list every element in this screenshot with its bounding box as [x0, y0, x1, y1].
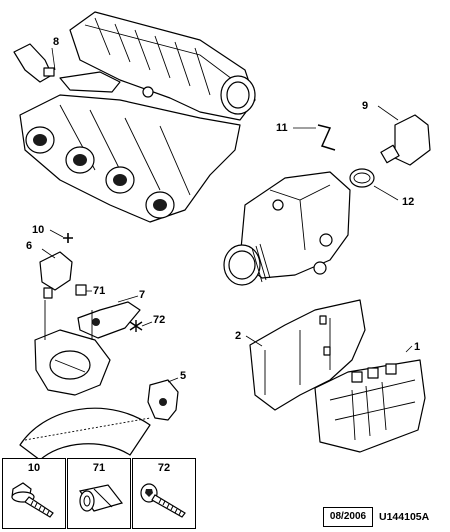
callout-2: 2: [235, 330, 241, 342]
callout-71: 71: [93, 285, 105, 297]
part-10-bolt-marker: [49, 229, 73, 243]
part-9-temperature-sensor: [377, 105, 431, 166]
torx-bolt-icon: [140, 483, 186, 518]
part-7-bracket: [77, 295, 141, 339]
sleeve-bushing-icon: [78, 484, 124, 512]
fastener-legend: 10 71 72: [0, 458, 200, 531]
throttle-body: [223, 171, 351, 286]
part-2-ecu-bracket: [245, 299, 366, 411]
legend-cell-72: 72: [132, 458, 196, 529]
legend-cell-10: 10: [2, 458, 66, 529]
callout-6: 6: [26, 240, 32, 252]
part-11-clip: [293, 124, 336, 151]
diagram-reference: U144105A: [379, 511, 430, 523]
legend-label-71: 71: [92, 462, 106, 474]
part-71-sleeve: [75, 284, 92, 296]
callout-10: 10: [32, 224, 44, 236]
callout-72: 72: [153, 314, 165, 326]
callout-5: 5: [180, 370, 186, 382]
callout-7: 7: [139, 289, 145, 301]
legend-cell-71: 71: [67, 458, 131, 529]
callout-11: 11: [276, 122, 288, 134]
part-5-knock-sensor: [147, 377, 179, 421]
part-72-bolt-marker: [129, 320, 153, 332]
callout-1: 1: [414, 341, 420, 353]
flange-bolt-icon: [11, 482, 54, 518]
legend-label-10: 10: [27, 462, 41, 474]
sensor-mount: [34, 300, 111, 396]
callout-12: 12: [402, 196, 414, 208]
revision-date: 08/2006: [323, 507, 373, 527]
part-12-seal: [349, 168, 399, 201]
legend-label-72: 72: [157, 462, 171, 474]
intake-manifold: [19, 11, 256, 223]
flywheel: [19, 407, 151, 461]
part-6-crank-sensor: [39, 248, 73, 299]
part-8-map-sensor: [13, 43, 56, 83]
callout-9: 9: [362, 100, 368, 112]
callout-8: 8: [53, 36, 59, 48]
part-1-ecu: [314, 345, 426, 453]
